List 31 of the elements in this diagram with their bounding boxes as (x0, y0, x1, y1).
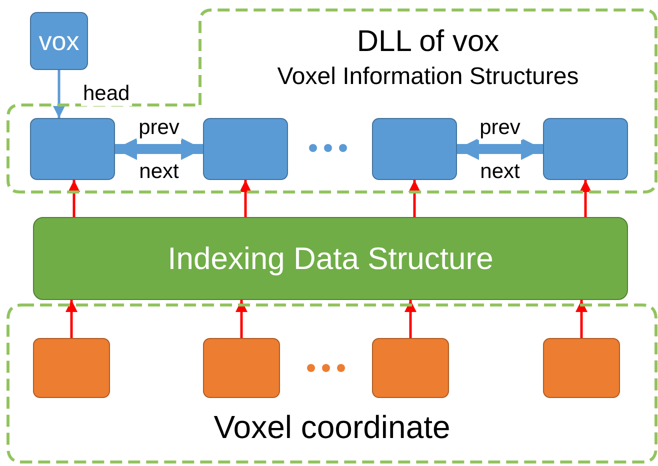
list-node-box (372, 338, 449, 398)
arrow (404, 300, 416, 338)
list-node-box (543, 338, 620, 398)
link-label: next (139, 160, 179, 184)
group-title: Voxel coordinate (214, 408, 450, 446)
double-arrow (457, 138, 543, 160)
link-label: next (480, 160, 520, 184)
list-node-box (203, 118, 288, 180)
node-label: Indexing Data Structure (168, 240, 494, 276)
list-node-box (30, 118, 115, 180)
dashed-group (8, 10, 656, 192)
dashed-group (8, 305, 656, 462)
arrow (66, 300, 78, 338)
arrow (408, 180, 420, 217)
group-title: DLL of vox (356, 24, 500, 58)
list-node-box (543, 118, 628, 180)
arrow (240, 180, 252, 217)
arrow (576, 300, 588, 338)
list-node-box (372, 118, 457, 180)
double-arrow (115, 138, 203, 160)
arrow (580, 180, 592, 217)
edge-label: head (81, 82, 132, 106)
arrow (236, 300, 248, 338)
group-subtitle: Voxel Information Structures (277, 62, 579, 90)
arrow (68, 180, 80, 217)
process-box (33, 217, 628, 300)
arrow (53, 70, 65, 118)
node-label: vox (38, 26, 80, 56)
list-node-box (33, 338, 110, 398)
list-node-box (203, 338, 280, 398)
pointer-box (30, 12, 88, 70)
